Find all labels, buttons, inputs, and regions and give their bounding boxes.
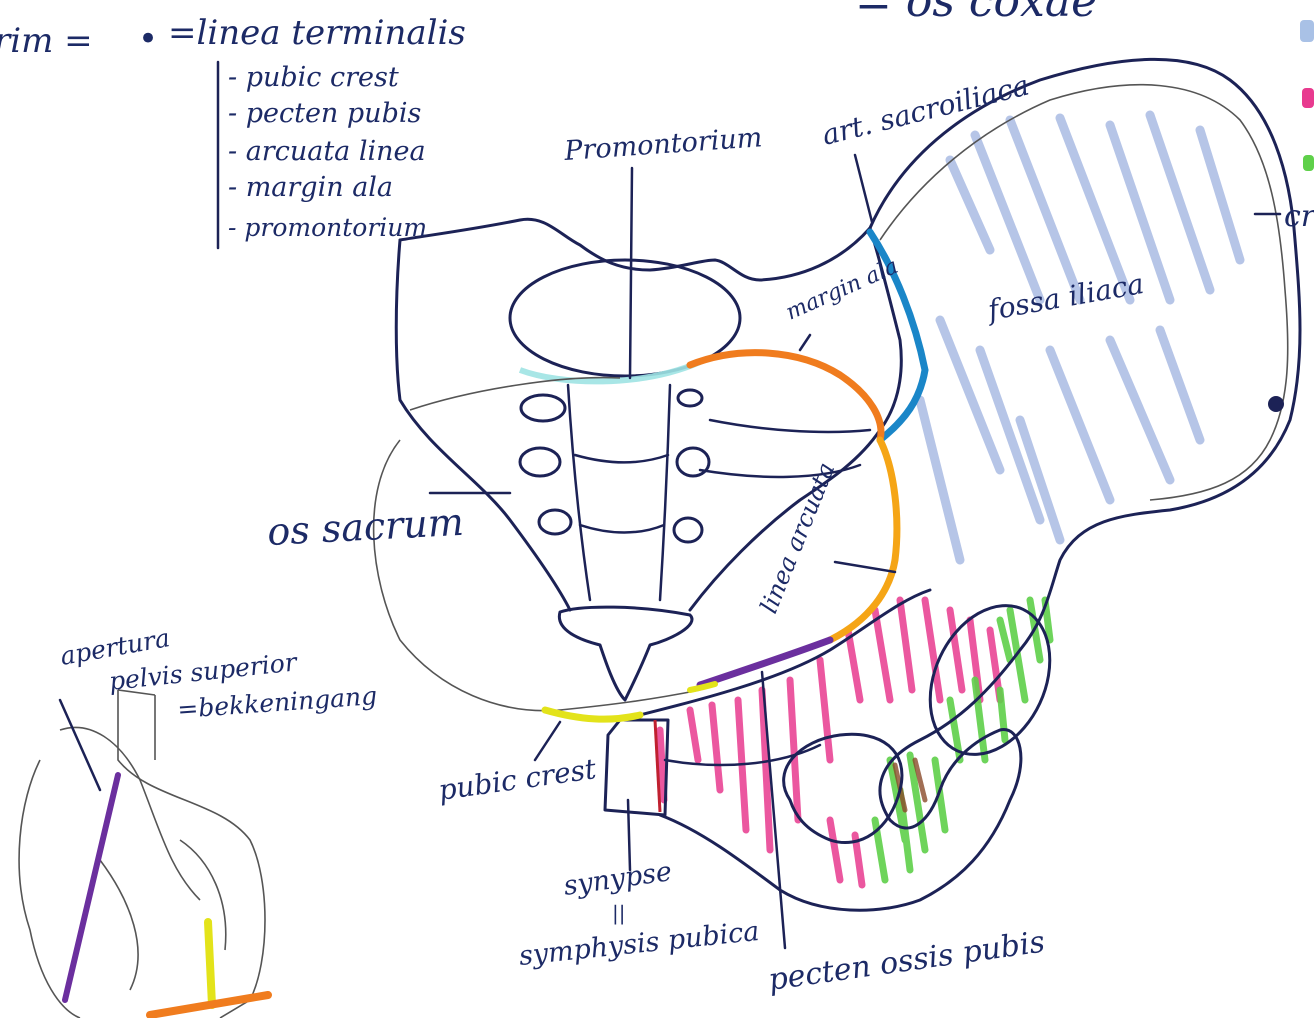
sacral-ala-left xyxy=(396,240,570,610)
label-margin-ala: margin ala xyxy=(782,254,902,326)
label-equals: || xyxy=(612,901,625,926)
legend-swatch-green xyxy=(1303,155,1314,171)
label-pubic-crest: pubic crest xyxy=(436,752,598,807)
partial-title: = os coxae xyxy=(855,0,1097,27)
margin-ala-leader xyxy=(800,335,810,350)
label-symphysis-pubica: symphysis pubica xyxy=(517,916,760,972)
label-bekkeningang: =bekkeningang xyxy=(176,681,378,724)
sacral-ridge-3 xyxy=(710,420,870,432)
sacrum-outline xyxy=(400,219,870,280)
pubic-crest-line xyxy=(545,710,640,719)
pubic-crest-line-2 xyxy=(690,684,715,690)
rim-item-arcuata-linea: - arcuata linea xyxy=(228,136,426,167)
apertura-leader xyxy=(60,700,100,790)
linea-terminalis-definition: =linea terminalis xyxy=(168,13,466,53)
label-synypse: synypse xyxy=(562,856,674,902)
sacral-ridge-1 xyxy=(575,455,668,463)
inset-yellow-line xyxy=(208,922,212,1005)
ischium-hatch xyxy=(875,600,1050,880)
coccyx xyxy=(559,607,692,700)
sacral-foramen xyxy=(677,448,709,476)
rim-bullet: • xyxy=(138,19,158,59)
label-edge-cr: cr xyxy=(1284,199,1314,234)
inset-purple-line xyxy=(65,775,118,1000)
linea-arcuata-leader xyxy=(835,562,895,572)
obturator-foramen xyxy=(784,734,902,842)
pelvic-inlet-outline xyxy=(374,440,700,711)
art-sacroiliaca-leader xyxy=(855,155,872,222)
legend-swatch-blue xyxy=(1300,20,1314,42)
promontorium-leader xyxy=(630,168,632,378)
label-os-sacrum: os sacrum xyxy=(266,500,465,554)
rim-item-pecten-pubis: - pecten pubis xyxy=(228,98,421,129)
sacral-foramen xyxy=(521,395,565,421)
sacral-foramen xyxy=(674,518,702,542)
iliac-point xyxy=(1268,396,1284,412)
rim-item-promontorium: - promontorium xyxy=(228,213,427,242)
sacral-ridge-2 xyxy=(580,525,664,533)
margin-ala-line xyxy=(690,353,881,440)
sacral-foramen xyxy=(678,390,702,406)
symphysis-leader xyxy=(628,800,630,870)
label-fossa-iliaca: fossa iliaca xyxy=(984,267,1147,327)
os-coxae-outline xyxy=(660,59,1300,910)
promontorium-highlight xyxy=(520,362,700,381)
legend-swatch-pink xyxy=(1302,88,1314,108)
label-art-sacroiliaca: art. sacroiliaca xyxy=(819,68,1033,151)
pubic-crest-leader xyxy=(535,722,560,760)
sacral-median-right xyxy=(660,385,670,600)
rim-item-pubic-crest: - pubic crest xyxy=(228,62,399,93)
sacral-foramen xyxy=(520,448,560,476)
label-promontorium: Promontorium xyxy=(562,122,763,167)
label-pecten-ossis-pubis: pecten ossis pubis xyxy=(766,924,1047,997)
sacral-median-left xyxy=(568,385,590,600)
label-linea-arcuata: linea arcuata xyxy=(755,459,841,618)
inset-sketch xyxy=(19,690,268,1018)
rim-label: rim = xyxy=(0,21,93,61)
sacral-foramen xyxy=(539,510,571,534)
rim-item-margin-ala: - margin ala xyxy=(228,172,393,203)
